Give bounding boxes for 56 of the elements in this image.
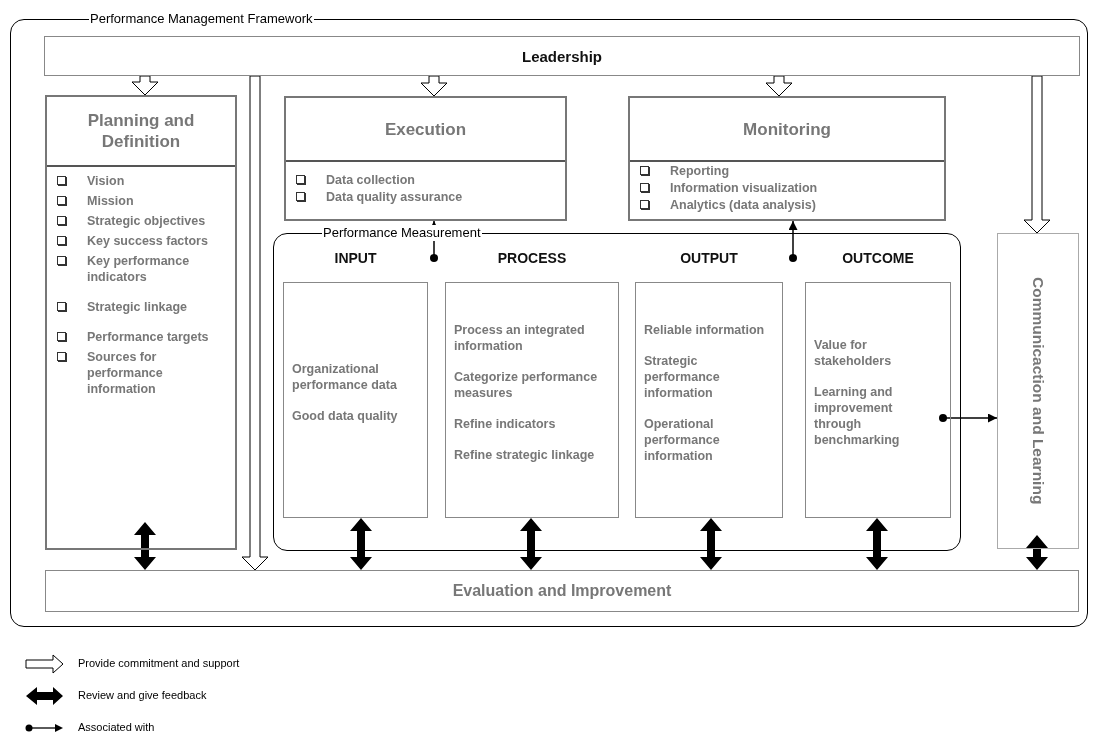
list-item: Strategic linkage <box>87 299 188 315</box>
column-text: Operational performance information <box>644 415 721 464</box>
column-text: Learning and improvement through benchmarking <box>814 384 901 448</box>
list-item: Key success factors <box>87 233 208 249</box>
list-item: Key performance indicators <box>87 253 191 285</box>
column-text: Good data quality <box>292 408 399 424</box>
group-title: Performance Measurement <box>322 225 482 241</box>
stage-title: Execution <box>383 118 468 141</box>
list-item: Performance targets <box>87 329 209 345</box>
double-arrow <box>520 518 542 570</box>
list-item: Sources for performance information <box>87 349 164 397</box>
column-text: Strategic performance information <box>644 352 721 401</box>
stage-box <box>997 233 1079 549</box>
stage-box: Leadership <box>44 36 1080 76</box>
column-text: Refine indicators <box>454 416 557 432</box>
legend-label: Associated with <box>78 721 155 733</box>
block-arrow <box>420 75 448 97</box>
column-text: Categorize performance measures <box>454 369 599 401</box>
column-text: Reliable information <box>644 321 766 338</box>
column-text: Value for stakeholders <box>814 337 893 369</box>
list-item: Reporting <box>670 163 730 179</box>
block-arrow <box>765 75 793 97</box>
block-arrow <box>131 75 159 96</box>
legend-label: Review and give feedback <box>78 689 207 701</box>
column-heading: OUTPUT <box>679 250 739 266</box>
legend-label: Provide commitment and support <box>78 657 240 669</box>
double-arrow <box>134 522 156 570</box>
list-item: Analytics (data analysis) <box>670 197 816 213</box>
stage-box: Evaluation and Improvement <box>45 570 1079 612</box>
double-arrow <box>350 518 372 570</box>
block-arrow <box>241 75 269 571</box>
stage-box <box>628 96 946 221</box>
list-item: Data quality assurance <box>326 189 463 205</box>
list-item: Data collection <box>326 172 415 188</box>
arrow <box>939 413 998 423</box>
double-arrow <box>700 518 722 570</box>
column-heading: OUTCOME <box>841 250 915 266</box>
stage-title: Communicaction and Learning <box>1029 277 1047 505</box>
stage-title: Monitoring <box>742 118 832 141</box>
stage-title: Planning and Definition <box>86 110 196 153</box>
arrow <box>788 220 798 262</box>
column-heading: INPUT <box>333 250 378 266</box>
list-item: Information visualization <box>670 180 818 196</box>
list-item: Mission <box>87 193 134 209</box>
block-arrow <box>1023 75 1051 234</box>
column-heading: PROCESS <box>496 250 568 266</box>
list-item: Strategic objectives <box>87 213 206 229</box>
column-text: Refine strategic linkage <box>454 447 596 463</box>
group-title: Performance Management Framework <box>89 11 314 27</box>
stage-box <box>284 96 567 221</box>
stage-box <box>45 95 237 550</box>
double-arrow <box>1026 535 1048 570</box>
column-text: Organizational performance data <box>292 361 398 393</box>
column-text: Process an integrated information <box>454 322 586 354</box>
list-item: Vision <box>87 173 125 189</box>
double-arrow <box>866 518 888 570</box>
